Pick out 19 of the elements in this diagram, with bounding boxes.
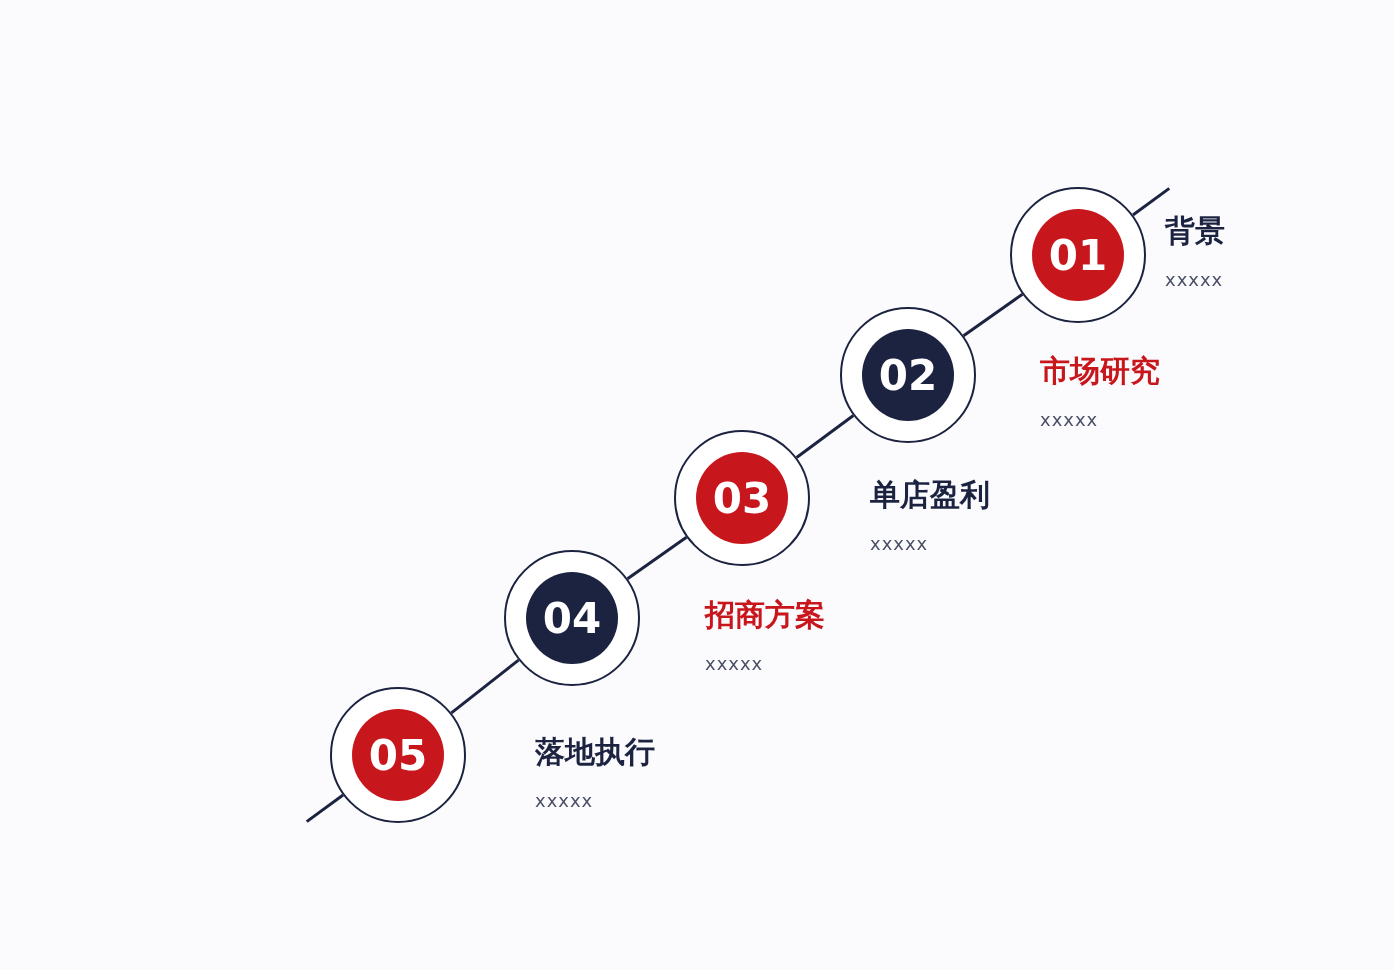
step-description: xxxxx [870, 535, 929, 553]
step-number: 04 [526, 572, 618, 664]
step-description: xxxxx [1165, 271, 1224, 289]
step-number: 05 [352, 709, 444, 801]
step-description: xxxxx [1040, 411, 1099, 429]
connector-line [962, 293, 1024, 337]
connector-line [626, 536, 688, 580]
step-number: 03 [696, 452, 788, 544]
step-description: xxxxx [535, 792, 594, 810]
connector-line [795, 414, 855, 459]
step-title: 市场研究 [1040, 356, 1160, 386]
step-number: 01 [1032, 209, 1124, 301]
step-title: 单店盈利 [870, 480, 990, 510]
step-title: 落地执行 [535, 737, 655, 767]
connector-line [450, 658, 520, 715]
step-number: 02 [862, 329, 954, 421]
step-title: 背景 [1165, 216, 1225, 246]
step-description: xxxxx [705, 655, 764, 673]
step-title: 招商方案 [705, 600, 825, 630]
